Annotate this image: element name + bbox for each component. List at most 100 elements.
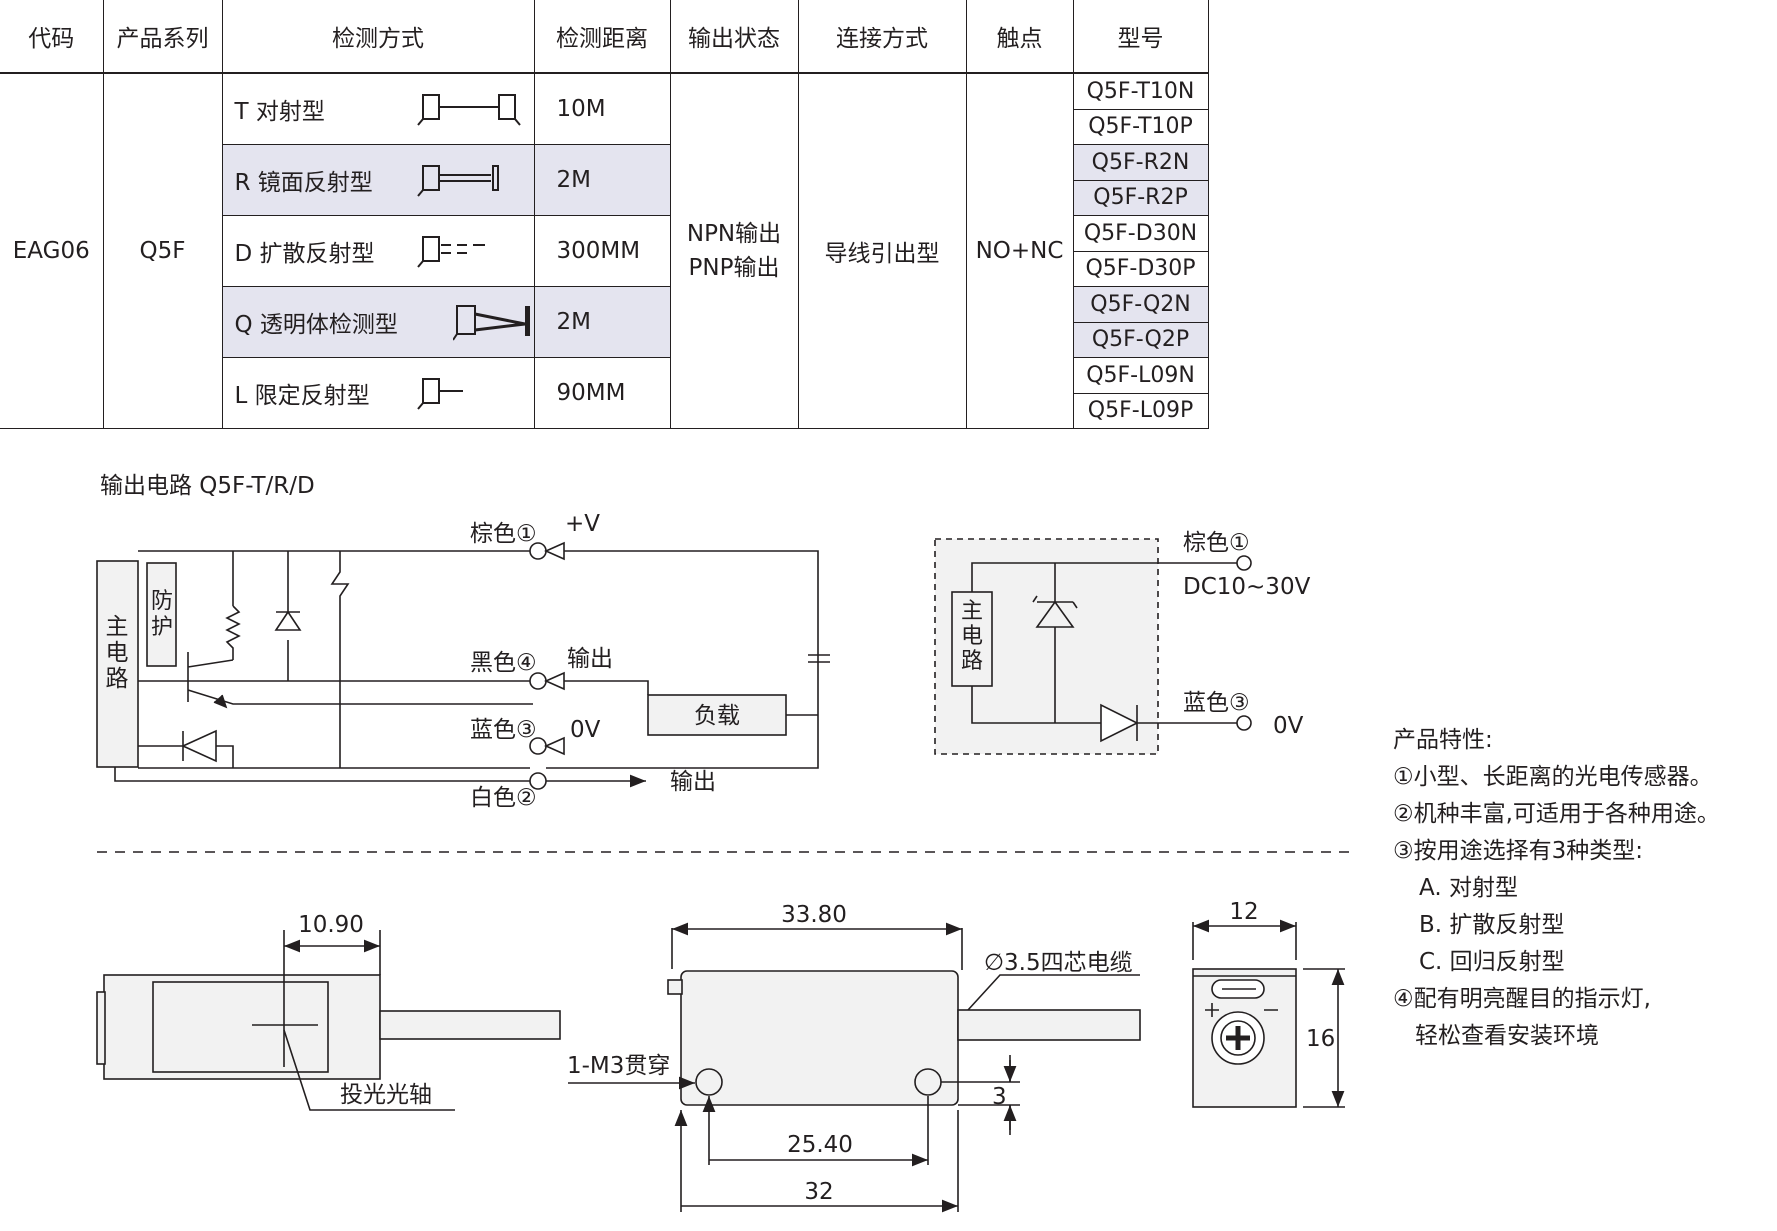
plus-v-label: +V (565, 511, 600, 537)
main-circuit-char: 电 (106, 640, 129, 666)
model-cell: Q5F-D30P (1073, 250, 1209, 287)
output2-label: 输出 (670, 769, 716, 795)
table-row: Q5F-Q2P (0, 321, 1209, 358)
cable-label: ∅3.5四芯电缆 (984, 950, 1133, 976)
supply-circuit-diagram: 主电路 棕色① DC10~30V 蓝色③ 0V (934, 530, 1311, 755)
contact-cell: NO+NC (965, 72, 1074, 429)
side-width-dim: 10.90 (298, 912, 364, 938)
main-circuit-char: 主 (106, 614, 129, 640)
table-header-row: 代码 产品系列 检测方式 检测距离 输出状态 连接方式 触点 型号 (0, 0, 1209, 74)
hole-pitch-dim: 25.40 (787, 1132, 853, 1158)
base-length-dim: 32 (804, 1179, 833, 1205)
table-row: Q5F-R2P (0, 179, 1209, 216)
header-connection: 连接方式 (797, 0, 967, 74)
main-circuit-label-2: 主电路 (961, 599, 983, 674)
connection-cell: 导线引出型 (797, 72, 967, 429)
feature-subitem: A. 对射型 (1419, 875, 1518, 901)
brown-wire-label: 棕色① (470, 521, 537, 547)
mount-hole-label: 1-M3贯穿 (567, 1053, 670, 1079)
terminal-brown-2 (1236, 555, 1252, 571)
terminal-white (529, 772, 547, 790)
model-cell: Q5F-T10N (1072, 72, 1209, 110)
protect-label: 防护 (151, 589, 173, 640)
method-label: Q 透明体检测型 (234, 312, 398, 338)
hole-offset-dim: 3 (992, 1084, 1007, 1110)
model-cell: Q5F-L09N (1072, 357, 1209, 394)
side-view-drawing: 10.90 投光光轴 (96, 912, 561, 1111)
output-npn: NPN输出 (686, 221, 782, 247)
distance-cell: 300MM (533, 215, 671, 287)
end-view-drawing: 12 16 (1192, 899, 1345, 1108)
distance-cell: 90MM (533, 357, 671, 429)
method-label: D 扩散反射型 (234, 241, 375, 267)
method-label: T 对射型 (234, 99, 325, 125)
distance-cell: 10M (533, 72, 671, 145)
feature-item: ②机种丰富,可适用于各种用途。 (1393, 801, 1720, 827)
table-row: EAG06 Q5F T 对射型 10M NPN输出 PNP输出 导线引出型 NO… (0, 72, 1209, 429)
zero-v-label: 0V (570, 717, 601, 743)
product-features: 产品特性: ①小型、长距离的光电传感器。 ②机种丰富,可适用于各种用途。 ③按用… (1393, 722, 1720, 1055)
model-cell: Q5F-L09P (1073, 392, 1209, 429)
header-model: 型号 (1072, 0, 1209, 74)
distance-cell: 2M (533, 286, 671, 358)
header-method: 检测方式 (221, 0, 535, 74)
load-box (647, 694, 787, 736)
white-wire-label: 白色② (470, 785, 537, 811)
diffuse-reflective-icon (416, 236, 485, 268)
end-height-dim: 16 (1306, 1026, 1335, 1052)
feature-item: ④配有明亮醒目的指示灯, (1393, 986, 1651, 1012)
header-output: 输出状态 (669, 0, 799, 74)
feature-item: ③按用途选择有3种类型: (1393, 838, 1644, 864)
method-cell: Q 透明体检测型 (222, 286, 535, 358)
main-circuit-char: 电 (961, 624, 983, 649)
method-cell: T 对射型 (221, 72, 535, 145)
end-width-dim: 12 (1229, 899, 1258, 925)
method-cell: L 限定反射型 (222, 357, 535, 429)
terminal-blue-2 (1236, 715, 1252, 731)
main-circuit-char: 路 (106, 666, 129, 692)
main-circuit-box (96, 560, 139, 768)
limited-reflective-icon (416, 378, 463, 410)
output-circuit-diagram: 输出电路 Q5F-T/R/D 主电路 防护 (96, 473, 830, 811)
dc-range-label: DC10~30V (1183, 574, 1311, 600)
model-cell: Q5F-Q2P (1073, 321, 1209, 358)
model-cell: Q5F-R2N (1072, 144, 1209, 181)
series-cell: Q5F (102, 72, 223, 429)
table-row: Q5F-L09P (0, 392, 1209, 429)
feature-subitem: B. 扩散反射型 (1419, 912, 1565, 938)
zero-v-label-2: 0V (1273, 713, 1304, 739)
header-contact: 触点 (965, 0, 1074, 74)
protect-char: 防 (151, 589, 173, 614)
model-cell: Q5F-D30N (1072, 215, 1209, 252)
distance-cell: 2M (533, 144, 671, 216)
protect-char: 护 (151, 615, 173, 640)
front-view-drawing: 33.80 ∅3.5四芯电缆 1-M3贯穿 3 25.40 32 (567, 902, 1141, 1212)
features-title: 产品特性: (1393, 727, 1493, 753)
brown-wire-label-2: 棕色① (1183, 530, 1250, 556)
blue-wire-label-2: 蓝色③ (1183, 690, 1250, 716)
header-code: 代码 (0, 0, 104, 74)
through-beam-icon (416, 94, 521, 126)
code-cell: EAG06 (0, 72, 104, 429)
table-row: L 限定反射型 90MM Q5F-L09N (0, 357, 1209, 429)
main-circuit-label: 主电路 (106, 614, 129, 692)
header-distance: 检测距离 (533, 0, 671, 74)
table-row: R 镜面反射型 2M Q5F-R2N (0, 144, 1209, 216)
main-circuit-char: 主 (961, 599, 983, 624)
main-circuit-char: 路 (961, 649, 983, 674)
terminal-brown (529, 541, 565, 561)
spec-table: 代码 产品系列 检测方式 检测距离 输出状态 连接方式 触点 型号 EAG06 … (0, 0, 1209, 429)
model-cell: Q5F-R2P (1073, 179, 1209, 216)
method-label: R 镜面反射型 (234, 170, 373, 196)
model-cell: Q5F-Q2N (1072, 286, 1209, 323)
load-label: 负载 (694, 703, 740, 729)
protect-box (146, 562, 177, 667)
method-cell: R 镜面反射型 (222, 144, 535, 216)
axis-label: 投光光轴 (340, 1082, 432, 1108)
method-label: L 限定反射型 (234, 383, 370, 409)
header-series: 产品系列 (102, 0, 223, 74)
output-label: 输出 (567, 646, 613, 672)
blue-wire-label: 蓝色③ (470, 717, 537, 743)
terminal-blue (529, 736, 565, 756)
